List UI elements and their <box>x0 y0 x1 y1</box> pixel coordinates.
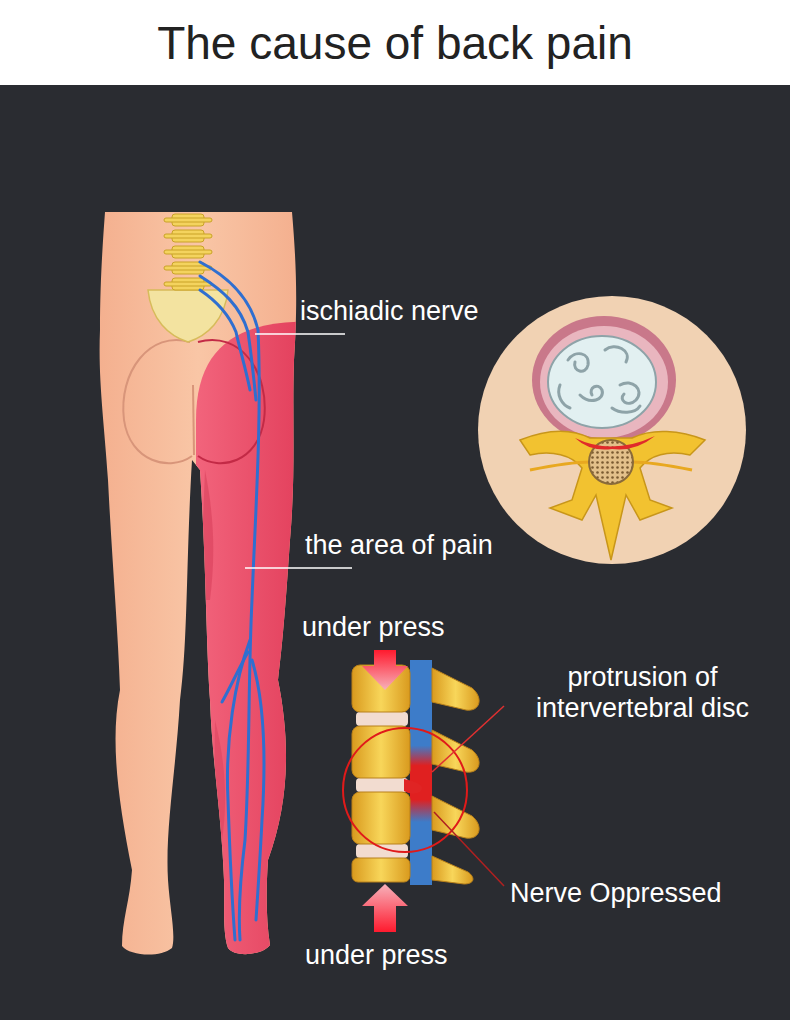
spine-side-view <box>432 856 473 884</box>
disc-cross-section <box>605 347 627 362</box>
spine-side-view <box>343 650 504 932</box>
disc-cross-section <box>612 406 640 412</box>
part-label: ischiadic nerve <box>300 296 479 327</box>
spine-side-view <box>362 884 408 932</box>
spine-side-view <box>352 792 410 844</box>
spine-side-view <box>362 650 408 690</box>
sciatic-nerve <box>200 290 250 390</box>
disc-cross-section <box>575 436 655 450</box>
leg-figure <box>200 470 213 600</box>
spine-side-view <box>434 812 504 886</box>
spine-side-view <box>343 728 467 852</box>
leg-figure <box>100 212 320 1000</box>
disc-cross-section <box>540 326 668 438</box>
leg-figure <box>193 385 194 455</box>
leg-figure <box>214 720 225 840</box>
spine-back-view <box>148 290 228 342</box>
spine-side-view <box>404 779 422 794</box>
spine-back-view <box>164 282 212 286</box>
disc-cross-section <box>620 383 639 403</box>
spine-side-view <box>356 778 408 792</box>
leader-lines <box>245 567 352 569</box>
sciatic-nerve <box>200 262 264 940</box>
part-label: under press <box>302 612 445 643</box>
part-label: protrusion of intervertebral disc <box>500 662 785 724</box>
spine-back-view <box>148 214 228 342</box>
sciatic-nerve <box>200 276 256 400</box>
background <box>0 85 790 1020</box>
disc-cross-section <box>478 296 746 564</box>
spine-side-view <box>352 858 410 882</box>
disc-cross-section <box>520 431 705 560</box>
sciatic-nerve <box>200 262 259 940</box>
title: The cause of back pain <box>0 0 790 85</box>
leader-lines <box>255 333 345 335</box>
disc-cross-section <box>532 316 676 444</box>
disc-cross-section <box>548 336 656 428</box>
leg-figure <box>198 340 265 463</box>
sciatic-nerve <box>252 660 264 920</box>
disc-cross-section <box>580 386 602 400</box>
part-label: under press <box>305 940 448 971</box>
spine-back-view <box>164 250 212 254</box>
spine-side-view <box>356 712 408 726</box>
spine-side-view <box>432 668 479 710</box>
spine-side-view <box>432 706 504 772</box>
disc-cross-section <box>559 385 570 408</box>
part-label: Nerve Oppressed <box>510 878 722 909</box>
background <box>0 0 790 85</box>
disc-cross-section <box>559 347 640 412</box>
part-label: the area of pain <box>305 530 493 561</box>
spine-back-view <box>164 266 212 270</box>
spine-back-view <box>164 234 212 238</box>
disc-cross-section <box>478 296 746 564</box>
spine-back-view <box>164 218 212 222</box>
sciatic-nerve <box>222 652 248 702</box>
leg-figure <box>123 340 192 463</box>
disc-cross-section <box>568 354 588 371</box>
